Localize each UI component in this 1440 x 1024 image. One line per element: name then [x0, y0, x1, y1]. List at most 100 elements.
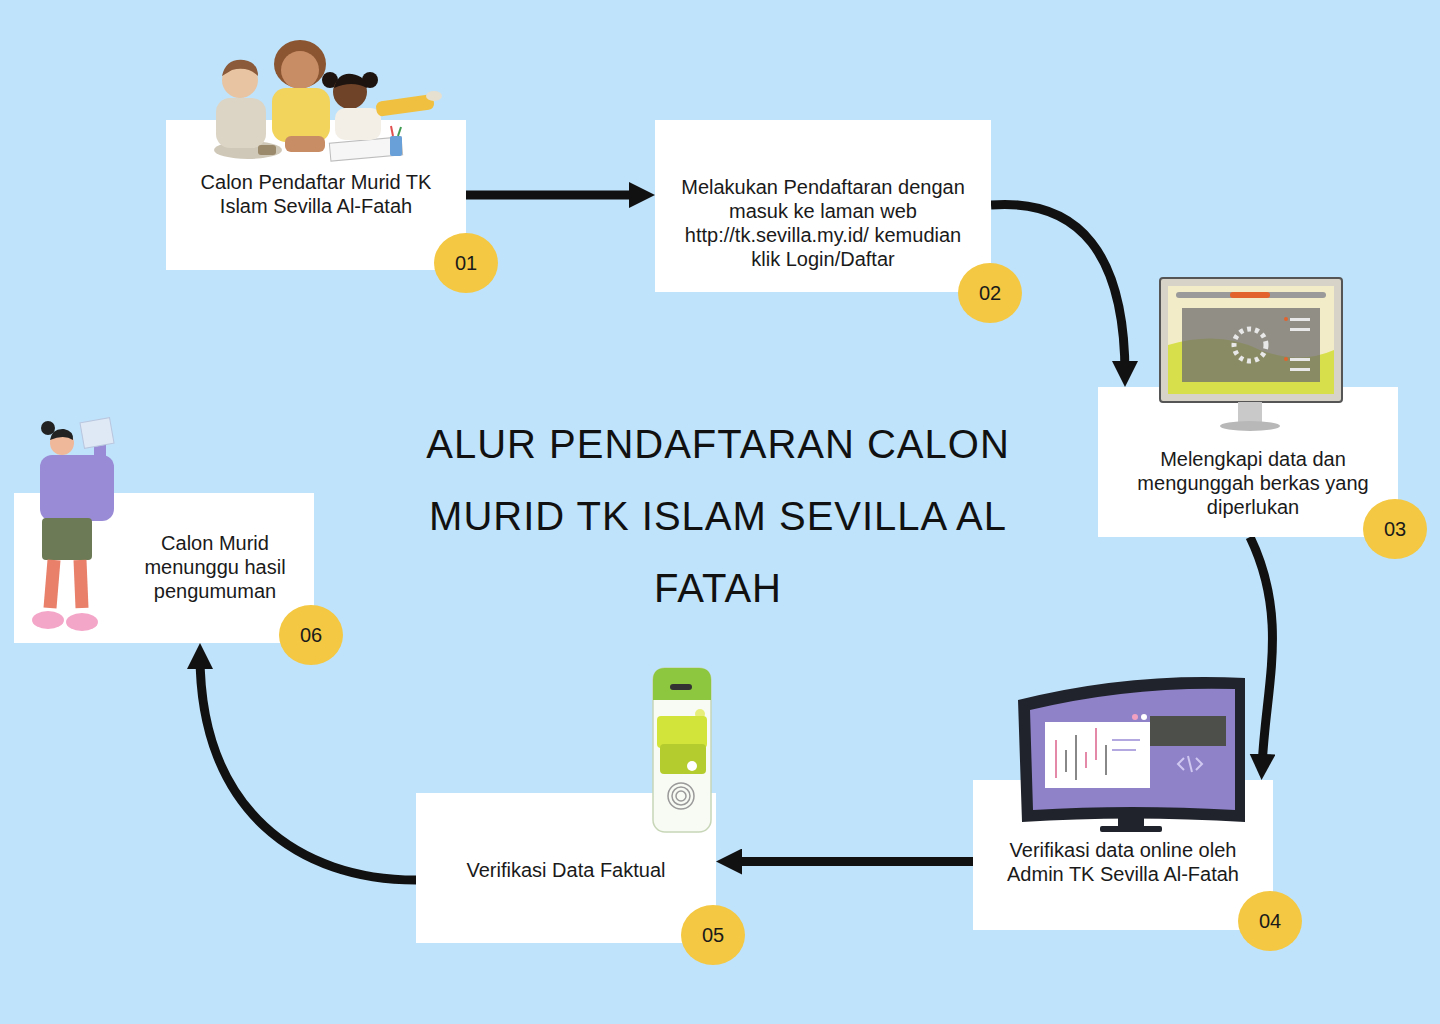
step-box: Melengkapi data dan mengunggah berkas ya…	[1098, 387, 1398, 537]
step-number: 03	[1363, 499, 1427, 559]
callout-number: 04	[1259, 910, 1281, 933]
flow-arrow	[466, 191, 643, 200]
monitor-illustration-part	[1220, 421, 1280, 431]
children-illustration-part	[274, 40, 326, 88]
step-label: Verifikasi Data Faktual	[426, 858, 706, 882]
children-illustration-part	[258, 145, 276, 155]
person-illustration-part	[80, 418, 114, 449]
children-illustration-part	[216, 98, 266, 148]
children-illustration	[214, 40, 442, 161]
step-label: Calon Murid menunggu hasil pengumuman	[120, 531, 310, 603]
dashboard-monitor-illustration-part	[1100, 826, 1162, 832]
step-label: Melakukan Pendaftaran dengan masuk ke la…	[678, 175, 968, 271]
phone-illustration-part	[660, 744, 706, 774]
step-number: 02	[958, 263, 1022, 323]
phone-illustration-part	[670, 684, 692, 690]
children-illustration-part	[426, 91, 442, 101]
person-illustration-part	[66, 613, 98, 631]
callout-number: 05	[702, 924, 724, 947]
phone-illustration-part	[653, 668, 711, 832]
phone-illustration-part	[653, 668, 711, 700]
step-number: 04	[1238, 891, 1302, 951]
step-number: 06	[279, 605, 343, 665]
monitor-illustration-part	[1234, 329, 1266, 361]
person-illustration-part	[40, 455, 114, 521]
step-label: Melengkapi data dan mengunggah berkas ya…	[1133, 447, 1373, 519]
children-illustration-part	[333, 75, 367, 109]
phone-illustration	[653, 668, 711, 832]
monitor-illustration-part	[1168, 286, 1334, 394]
callout-number: 01	[455, 252, 477, 275]
monitor-illustration-part	[1238, 402, 1262, 422]
person-illustration-part	[42, 518, 92, 560]
monitor-illustration-part	[1182, 308, 1320, 382]
dashboard-monitor-illustration-part	[1118, 816, 1144, 828]
step-box: Verifikasi Data Faktual05	[416, 793, 716, 943]
person-illustration-part	[50, 429, 73, 440]
dashboard-monitor-illustration-part	[1095, 728, 1097, 760]
dashboard-monitor-illustration-part	[1132, 714, 1138, 720]
flow-arrow	[728, 857, 973, 866]
step-box: Verifikasi data online oleh Admin TK Sev…	[973, 780, 1273, 930]
dashboard-monitor-illustration-part	[1141, 714, 1147, 720]
monitor-illustration-part	[1284, 317, 1288, 321]
dashboard-monitor-illustration-part	[1112, 739, 1140, 741]
dashboard-monitor-illustration-part	[1018, 677, 1245, 822]
phone-illustration-part	[657, 716, 707, 748]
step-label: Calon Pendaftar Murid TK Islam Sevilla A…	[191, 170, 441, 218]
dashboard-monitor-illustration-part	[1055, 740, 1057, 778]
phone-illustration-part	[676, 791, 686, 801]
person-illustration-part	[32, 611, 64, 629]
children-illustration-part	[272, 88, 330, 142]
step-number: 05	[681, 905, 745, 965]
monitor-illustration-part	[1290, 318, 1310, 321]
dashboard-monitor-illustration-part	[1188, 756, 1192, 772]
monitor-illustration-part	[1284, 357, 1288, 361]
person-illustration-part	[41, 421, 55, 435]
monitor-illustration-part	[1290, 358, 1310, 361]
phone-illustration-part	[687, 761, 697, 771]
children-illustration-part	[334, 74, 367, 88]
person-illustration-part	[94, 438, 106, 470]
children-illustration-part	[398, 127, 401, 136]
step-box: Calon Murid menunggu hasil pengumuman06	[14, 493, 314, 643]
flow-arrow	[200, 655, 416, 880]
children-illustration-part	[375, 94, 435, 117]
person-illustration-part	[80, 560, 82, 608]
dashboard-monitor-illustration-part	[1045, 722, 1150, 788]
dashboard-monitor-illustration-part	[1075, 735, 1077, 780]
children-illustration-part	[390, 136, 402, 156]
step-box: Calon Pendaftar Murid TK Islam Sevilla A…	[166, 120, 466, 270]
step-box: Melakukan Pendaftaran dengan masuk ke la…	[655, 120, 991, 292]
monitor-illustration-part	[1290, 368, 1310, 371]
person-illustration-part	[50, 431, 74, 455]
children-illustration-part	[322, 72, 338, 88]
children-illustration-part	[281, 51, 319, 89]
monitor-illustration-part	[1168, 339, 1334, 394]
monitor-illustration	[1160, 278, 1342, 431]
callout-number: 02	[979, 282, 1001, 305]
person-illustration	[32, 418, 114, 631]
diagram-title: ALUR PENDAFTARAN CALON MURID TK ISLAM SE…	[408, 408, 1028, 624]
children-illustration-part	[222, 60, 258, 76]
monitor-illustration-part	[1176, 292, 1326, 298]
dashboard-monitor-illustration	[1018, 677, 1245, 832]
dashboard-monitor-illustration-part	[1085, 752, 1087, 768]
phone-illustration-part	[668, 783, 694, 809]
children-illustration-part	[329, 137, 402, 161]
callout-number: 03	[1384, 518, 1406, 541]
monitor-illustration-part	[1230, 292, 1270, 298]
dashboard-monitor-illustration-part	[1150, 716, 1226, 746]
children-illustration-part	[285, 136, 325, 152]
dashboard-monitor-illustration-part	[1030, 689, 1235, 810]
dashboard-monitor-illustration-part	[1196, 758, 1202, 770]
dashboard-monitor-illustration-part	[1105, 745, 1107, 775]
dashboard-monitor-illustration-part	[1112, 749, 1136, 751]
dashboard-monitor-illustration-part	[1178, 758, 1184, 770]
monitor-illustration-part	[1160, 278, 1342, 402]
title-area: ALUR PENDAFTARAN CALON MURID TK ISLAM SE…	[408, 408, 1028, 624]
phone-illustration-part	[695, 709, 705, 719]
callout-number: 06	[300, 624, 322, 647]
children-illustration-part	[214, 141, 282, 159]
children-illustration-part	[391, 126, 393, 136]
